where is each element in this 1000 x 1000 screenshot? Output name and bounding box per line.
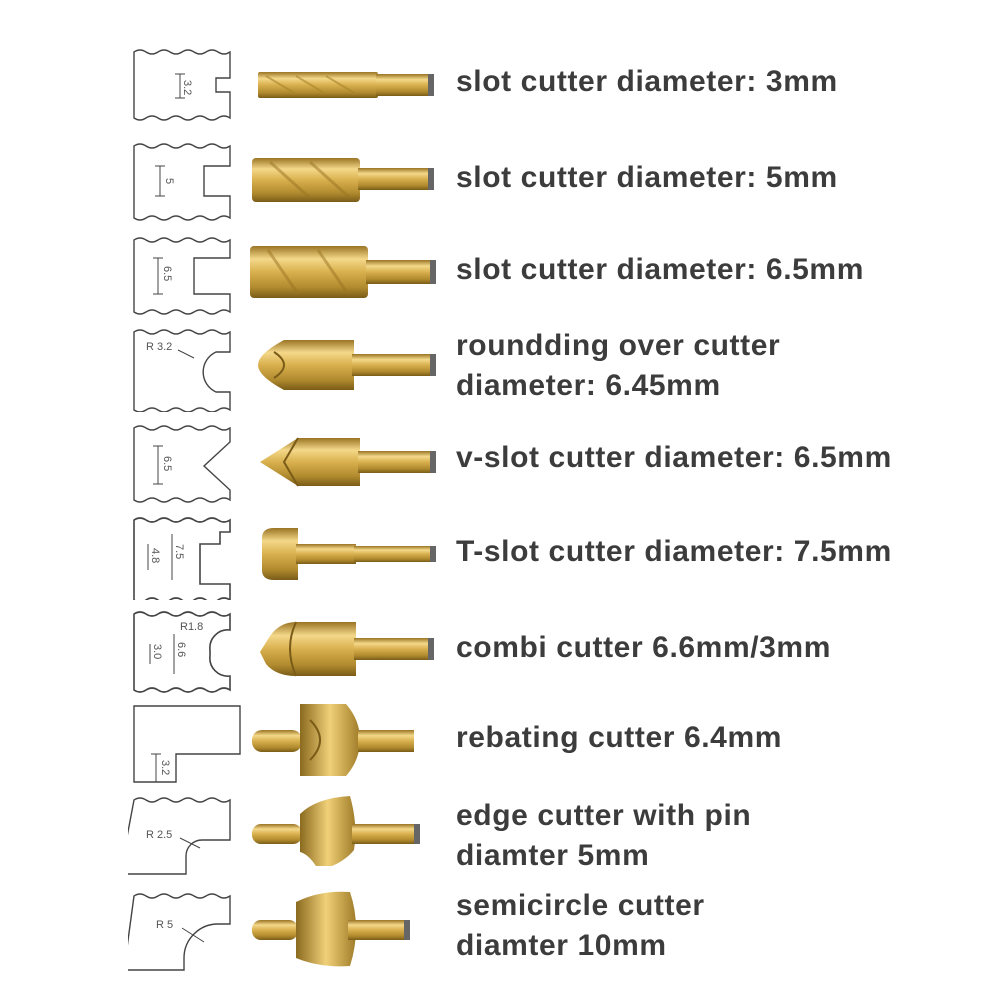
- cutter-row: 3.2 rebating cutter 6.4mm: [0, 700, 1000, 788]
- cutter-row: R 3.2 roundding over cutter diameter: 6.…: [0, 322, 1000, 414]
- cutter-label: roundding over cutter: [456, 329, 781, 362]
- rebating-cutter-bit-icon: [252, 704, 414, 776]
- profile-diagram: R 2.5: [128, 794, 246, 880]
- dimension-label: 3.2: [181, 80, 193, 95]
- cutter-label: edge cutter with pin: [456, 799, 752, 832]
- dimension-label: 6.5: [161, 266, 173, 281]
- cutter-row: 5 slot cutter diameter: 5mm: [0, 136, 1000, 224]
- cutter-label-line2: diameter: 6.45mm: [456, 369, 721, 402]
- profile-diagram: 6.5: [128, 422, 246, 506]
- dimension-label: 7.5: [173, 544, 185, 559]
- profile-diagram: R1.8 3.0 6.6: [128, 608, 246, 694]
- dimension-label: R1.8: [180, 621, 203, 633]
- cutter-label: T-slot cutter diameter: 7.5mm: [456, 535, 892, 568]
- combi-cutter-bit-icon: [260, 621, 434, 677]
- dimension-label: 6.6: [175, 642, 187, 657]
- cutter-label: slot cutter diameter: 3mm: [456, 65, 838, 98]
- edge-cutter-bit-icon: [252, 796, 420, 866]
- cutter-row: 6.5 v-slot cutter diameter: 6.5mm: [0, 418, 1000, 506]
- dimension-label: 4.8: [149, 548, 161, 563]
- profile-diagram: 5: [128, 140, 246, 224]
- cutter-row: 3.2 slot cutter diameter: 3mm: [0, 42, 1000, 126]
- dimension-label: 6.5: [161, 456, 173, 471]
- profile-diagram: 3.2: [128, 46, 246, 126]
- v-slot-cutter-bit-icon: [260, 437, 436, 487]
- profile-diagram: R 3.2: [128, 326, 246, 412]
- cutter-row: R 5 semicircle cutter diamter 10mm: [0, 886, 1000, 980]
- cutter-row: R1.8 3.0 6.6 combi cutter 6.6mm/3mm: [0, 604, 1000, 696]
- cutter-label: combi cutter 6.6mm/3mm: [456, 631, 831, 664]
- semicircle-cutter-bit-icon: [252, 891, 410, 967]
- cutter-row: 6.5 slot cutter diameter: 6.5mm: [0, 230, 1000, 318]
- dimension-label: 3.2: [159, 760, 171, 775]
- dimension-label: 3.0: [151, 644, 163, 659]
- t-slot-cutter-bit-icon: [262, 528, 436, 580]
- profile-diagram: 3.2: [128, 702, 246, 786]
- dimension-label: 5: [163, 178, 175, 184]
- cutter-label: slot cutter diameter: 6.5mm: [456, 253, 864, 286]
- profile-diagram: 6.5: [128, 234, 246, 318]
- slot-cutter-bit-icon: [250, 246, 436, 298]
- cutter-label-line2: diamter 10mm: [456, 929, 667, 962]
- dimension-label: R 2.5: [146, 829, 172, 841]
- cutter-label: slot cutter diameter: 5mm: [456, 161, 838, 194]
- cutter-label-line2: diamter 5mm: [456, 839, 650, 872]
- profile-diagram: R 5: [128, 890, 246, 976]
- rounding-over-cutter-bit-icon: [258, 340, 436, 390]
- cutter-row: R 2.5 edge cutter with pin diamter 5mm: [0, 790, 1000, 884]
- profile-diagram: 4.8 7.5: [128, 514, 246, 600]
- cutter-label: semicircle cutter: [456, 889, 705, 922]
- cutter-row: 4.8 7.5 T-slot cutter diameter: 7.5mm: [0, 510, 1000, 600]
- dimension-label: R 3.2: [146, 341, 172, 353]
- dimension-label: R 5: [156, 919, 173, 931]
- slot-cutter-bit-icon: [258, 72, 434, 98]
- cutter-label: rebating cutter 6.4mm: [456, 721, 783, 754]
- slot-cutter-bit-icon: [252, 158, 434, 202]
- cutter-label: v-slot cutter diameter: 6.5mm: [456, 441, 892, 474]
